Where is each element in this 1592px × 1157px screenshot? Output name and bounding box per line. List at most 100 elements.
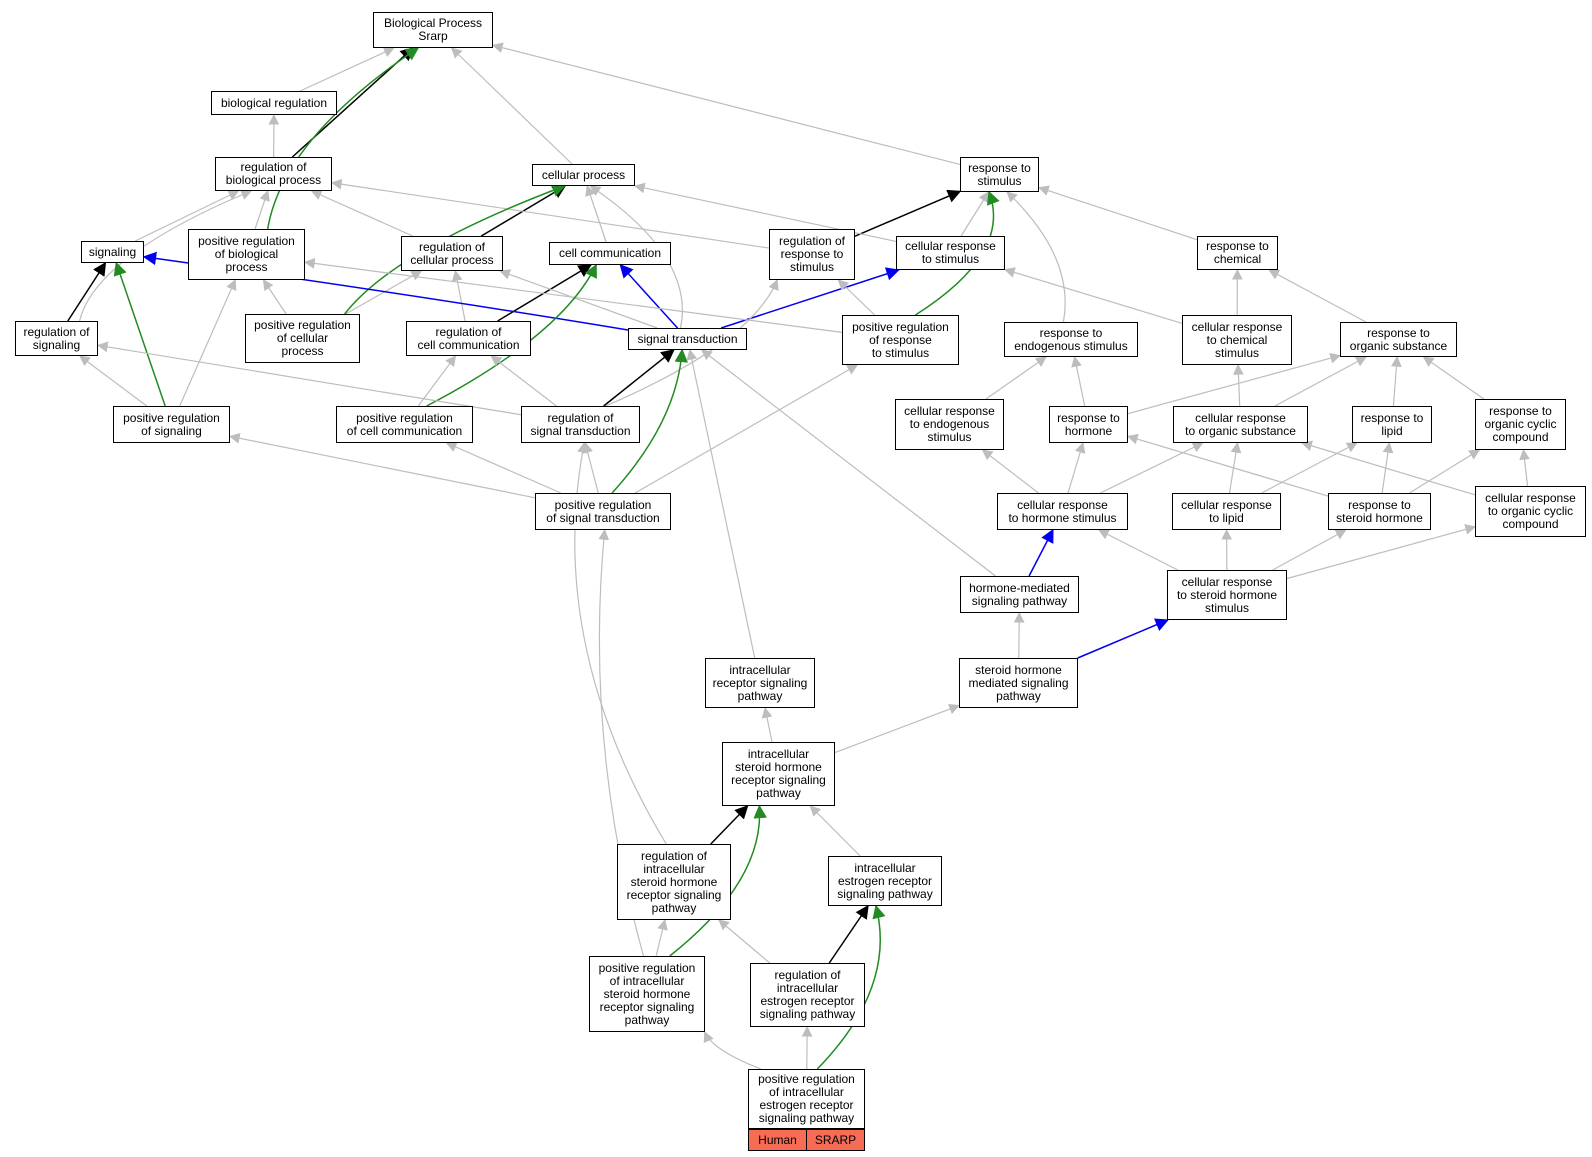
edge-regcomm-to-regcell bbox=[451, 269, 466, 322]
go-term-cellrespcyclic: cellular response to organic cyclic comp… bbox=[1475, 486, 1586, 537]
go-term-respcyclic: response to organic cyclic compound bbox=[1475, 399, 1566, 450]
edge-regintraestr-to-intraestr bbox=[828, 904, 869, 964]
go-term-intraster: intracellular steroid hormone receptor s… bbox=[722, 742, 835, 806]
edge-poscell-to-posbio bbox=[262, 279, 287, 315]
edge-cellresporg-to-cellrespchem bbox=[1233, 363, 1244, 407]
edge-sigtrans-to-cellcomm bbox=[619, 263, 679, 329]
edge-possig-to-regsig bbox=[79, 355, 148, 407]
edge-regintraster-to-intraster bbox=[710, 805, 749, 845]
edge-cellrespster-to-cellresphorm bbox=[1097, 529, 1179, 571]
edge-cellrespcyclic-to-respcyclic bbox=[1519, 448, 1530, 487]
edge-regresp-to-regbio bbox=[330, 178, 770, 249]
edge-possigtrans-to-possig bbox=[228, 432, 536, 499]
edge-regsigtrans-to-regsig bbox=[96, 341, 522, 416]
go-term-cellrespster: cellular response to steroid hormone sti… bbox=[1167, 570, 1287, 620]
edge-cellrespcyclic-to-cellresporg bbox=[1301, 440, 1476, 496]
go-term-cellresp: cellular response to stimulus bbox=[896, 236, 1005, 270]
edge-intraestr-to-intraster bbox=[809, 805, 861, 857]
edge-intraster-to-intrarec bbox=[761, 706, 773, 743]
go-term-posintraestr: positive regulation of intracellular est… bbox=[748, 1069, 865, 1129]
edge-posresp-to-posbio bbox=[303, 258, 843, 333]
go-term-cellrespchem: cellular response to chemical stimulus bbox=[1182, 315, 1292, 365]
go-term-respchem: response to chemical bbox=[1197, 236, 1278, 270]
go-term-regsigtrans: regulation of signal transduction bbox=[521, 406, 640, 443]
edge-respendo-to-resp bbox=[1006, 191, 1066, 323]
species-tag-row: Human SRARP bbox=[748, 1129, 865, 1151]
go-term-regintraestr: regulation of intracellular estrogen rec… bbox=[750, 963, 865, 1027]
edge-sterpath-to-hormpath bbox=[1013, 611, 1025, 659]
edge-posbio-to-regbio bbox=[254, 189, 270, 230]
edge-intraster-to-sterpath bbox=[834, 703, 961, 754]
go-term-root: Biological Process Srarp bbox=[373, 12, 493, 48]
edge-regsig-to-signaling bbox=[67, 261, 107, 322]
edge-bioreg-to-root bbox=[299, 47, 395, 92]
edge-cellresphorm-to-cellresporg bbox=[1100, 442, 1204, 494]
edge-possigtrans-to-sigtrans bbox=[611, 348, 688, 494]
go-term-posintraster: positive regulation of intracellular ste… bbox=[589, 956, 705, 1032]
go-term-signaling: signaling bbox=[81, 241, 144, 263]
edge-cellresp-to-cellproc bbox=[633, 182, 897, 243]
edge-regcell-to-regbio bbox=[310, 190, 413, 237]
go-term-cellproc: cellular process bbox=[532, 164, 635, 186]
edge-posresp-to-regresp bbox=[837, 279, 876, 316]
edge-posintraestr-to-intraestr bbox=[816, 904, 886, 1070]
go-term-regcomm: regulation of cell communication bbox=[406, 321, 531, 356]
edge-resplipid-to-resporg bbox=[1391, 355, 1402, 407]
edge-poscomm-to-regcomm bbox=[417, 355, 457, 407]
edge-posintraster-to-regintraster bbox=[655, 918, 668, 957]
go-term-resporg: response to organic substance bbox=[1340, 322, 1457, 357]
edge-regsigtrans-to-regcomm bbox=[490, 355, 557, 407]
go-term-intraestr: intracellular estrogen receptor signalin… bbox=[828, 856, 942, 906]
edge-possigtrans-to-poscomm bbox=[445, 441, 562, 494]
go-term-cellresphorm: cellular response to hormone stimulus bbox=[997, 493, 1128, 530]
go-term-respster: response to steroid hormone bbox=[1328, 493, 1431, 530]
go-term-resp: response to stimulus bbox=[960, 157, 1039, 192]
edge-resphorm-to-respendo bbox=[1071, 355, 1086, 407]
edge-possigtrans-to-posresp bbox=[634, 364, 859, 494]
go-term-posresp: positive regulation of response to stimu… bbox=[842, 315, 959, 365]
edge-sigtrans-to-regcell bbox=[499, 269, 658, 329]
go-term-possigtrans: positive regulation of signal transducti… bbox=[535, 493, 671, 530]
go-term-cellresplipid: cellular response to lipid bbox=[1172, 493, 1281, 530]
edge-intrarec-to-sigtrans bbox=[686, 348, 756, 659]
edge-sterpath-to-cellrespster bbox=[1077, 618, 1170, 659]
edge-posbio-to-root bbox=[266, 47, 420, 230]
edge-regintraestr-to-regintraster bbox=[718, 919, 771, 964]
go-term-respendo: response to endogenous stimulus bbox=[1004, 322, 1138, 357]
go-term-resphorm: response to hormone bbox=[1049, 406, 1128, 443]
edge-poscell-to-regcell bbox=[345, 270, 423, 315]
go-term-poscell: positive regulation of cellular process bbox=[245, 314, 360, 363]
edge-hormpath-to-sigtrans bbox=[700, 349, 996, 577]
go-term-intrarec: intracellular receptor signaling pathway bbox=[705, 658, 815, 708]
go-term-sterpath: steroid hormone mediated signaling pathw… bbox=[959, 658, 1078, 708]
edge-posintraster-to-intraster bbox=[669, 804, 767, 957]
go-term-cellresporg: cellular response to organic substance bbox=[1173, 406, 1308, 443]
go-term-regbio: regulation of biological process bbox=[215, 157, 332, 191]
go-term-poscomm: positive regulation of cell communicatio… bbox=[336, 406, 473, 443]
edge-cellrespchem-to-cellresp bbox=[1003, 267, 1183, 324]
go-term-posbio: positive regulation of biological proces… bbox=[188, 229, 305, 280]
edge-regsigtrans-to-sigtrans bbox=[603, 349, 675, 407]
edge-respchem-to-resp bbox=[1037, 185, 1198, 241]
edge-resporg-to-respchem bbox=[1268, 269, 1367, 323]
edge-cellresphorm-to-resphorm bbox=[1067, 441, 1086, 494]
go-term-cellrespendo: cellular response to endogenous stimulus bbox=[895, 399, 1004, 450]
edge-cellproc-to-root bbox=[450, 47, 573, 165]
go-term-regintraster: regulation of intracellular steroid horm… bbox=[617, 844, 731, 920]
edge-cellrespster-to-cellrespcyclic bbox=[1286, 524, 1477, 580]
edge-resphorm-to-resporg bbox=[1127, 352, 1342, 415]
edge-possig-to-signaling bbox=[113, 261, 166, 407]
species-tag: Human bbox=[748, 1129, 807, 1151]
go-term-bioreg: biological regulation bbox=[211, 91, 337, 115]
go-term-possig: positive regulation of signaling bbox=[113, 406, 230, 443]
go-term-cellcomm: cell communication bbox=[549, 242, 671, 265]
go-term-regsig: regulation of signaling bbox=[15, 321, 98, 356]
go-term-regcell: regulation of cellular process bbox=[401, 236, 503, 271]
edge-cellresplipid-to-resplipid bbox=[1261, 442, 1358, 494]
go-term-resplipid: response to lipid bbox=[1352, 406, 1432, 443]
gene-tag: SRARP bbox=[807, 1129, 865, 1151]
go-term-hormpath: hormone-mediated signaling pathway bbox=[960, 576, 1079, 613]
edge-regresp-to-resp bbox=[854, 189, 962, 237]
edge-hormpath-to-cellresphorm bbox=[1028, 528, 1054, 577]
